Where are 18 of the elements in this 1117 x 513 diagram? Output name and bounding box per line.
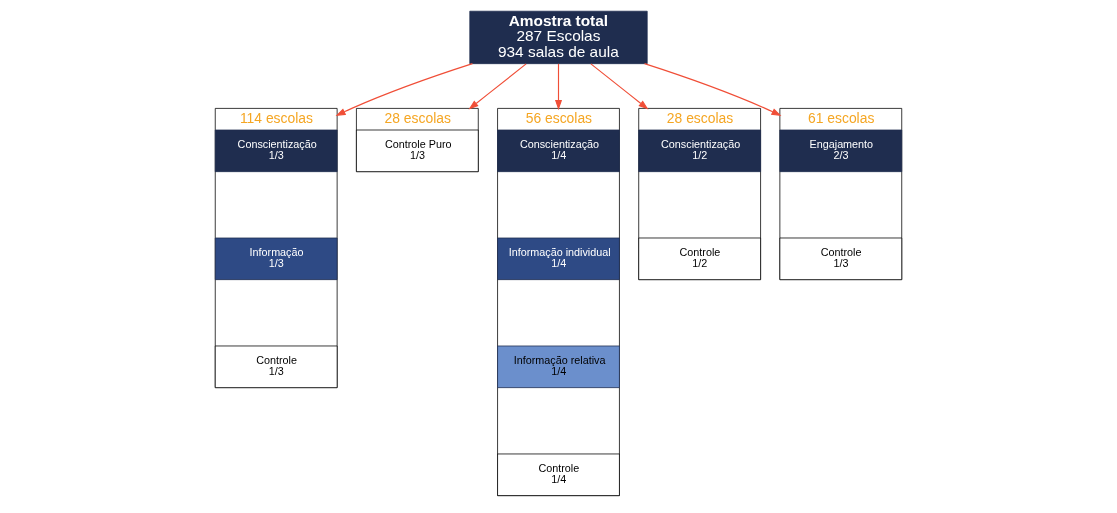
arrow bbox=[590, 63, 649, 110]
node-box: Controle 1/2 bbox=[638, 237, 761, 281]
node-box: Conscientização 1/3 bbox=[214, 129, 338, 173]
arrow bbox=[335, 63, 474, 117]
node-box: Informação relativa 1/4 bbox=[497, 345, 620, 388]
node-box: Conscientização 1/4 bbox=[497, 129, 620, 173]
arrow bbox=[555, 63, 562, 111]
node-box: Engajamento 2/3 bbox=[779, 129, 903, 173]
node-box: Informação individual 1/4 bbox=[497, 237, 620, 281]
node-box: Controle Puro 1/3 bbox=[356, 129, 479, 173]
node-box: Controle 1/4 bbox=[497, 453, 620, 496]
node-box: Controle 1/3 bbox=[779, 237, 903, 281]
node-box: Conscientização 1/2 bbox=[638, 129, 761, 173]
node-box: Informação 1/3 bbox=[214, 237, 338, 281]
node-box: Controle 1/3 bbox=[214, 345, 338, 388]
node-box: Amostra total 287 Escolas 934 salas de aula bbox=[469, 10, 648, 65]
arrow bbox=[468, 63, 527, 110]
arrow bbox=[643, 63, 782, 117]
